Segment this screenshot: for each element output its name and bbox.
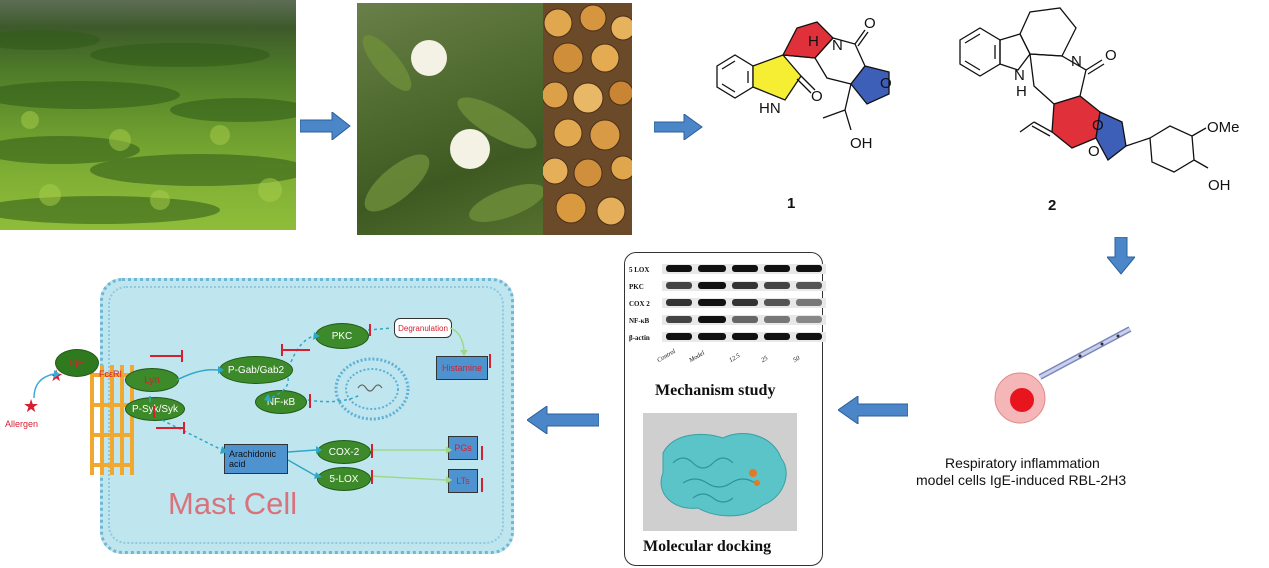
c2-indole-n-atom: N — [1014, 67, 1025, 84]
ige-node: IgE — [55, 349, 99, 377]
c1-lactam-o-atom: O — [864, 15, 876, 32]
cell-model-line-1: Respiratory inflammation — [945, 455, 1100, 471]
cell-model-line-2: model cells IgE-induced RBL-2H3 — [916, 472, 1127, 488]
pgab-node: P-Gab/Gab2 — [219, 356, 293, 384]
mast-cell-inner-membrane — [108, 286, 504, 544]
pkc-node: PKC — [315, 323, 369, 349]
c1-nh-atom: HN — [759, 100, 781, 117]
receptor-label: FcεRI — [99, 369, 123, 379]
histamine-box: Histamine — [436, 356, 488, 380]
c1-oxindole-o-atom: O — [811, 88, 823, 105]
allergen-arrow — [30, 368, 60, 405]
mechanism-study-title: Mechanism study — [655, 382, 776, 399]
blot-row-label: β-actin — [629, 334, 650, 342]
lox5-node: 5-LOX — [317, 467, 371, 491]
c1-h-atom: H — [808, 33, 819, 50]
arrow-down — [1105, 236, 1137, 280]
lts-box: LTs — [448, 469, 478, 493]
pgs-box: PGs — [448, 436, 478, 460]
c2-o1-atom: O — [1092, 117, 1104, 134]
molecular-docking-title: Molecular docking — [643, 538, 772, 555]
compound-1-label: 1 — [787, 195, 796, 212]
nfkb-node: NF-κB — [255, 390, 307, 414]
blot-row-label: 5 LOX — [629, 266, 650, 274]
cox2-node: COX-2 — [317, 440, 371, 464]
arrow-right-2 — [653, 113, 704, 145]
c2-carbonyl-o-atom: O — [1105, 47, 1117, 64]
fceri-receptor — [86, 355, 146, 490]
arrow-right-1 — [299, 110, 352, 145]
compound-2-label: 2 — [1048, 197, 1057, 214]
c1-oh-atom: OH — [850, 135, 873, 152]
pathway-connectors — [100, 310, 500, 515]
compound-2-structure: N O N H O O OMe OH — [950, 4, 1250, 209]
nucleus-icon — [332, 354, 412, 429]
western-blot: 5 LOX PKC COX 2 NF-κB β-actin — [626, 262, 826, 352]
c1-furan-o-atom: O — [880, 75, 892, 92]
c1-n-atom: N — [832, 37, 843, 54]
arachidonic-box: Arachidonic acid — [224, 444, 288, 474]
blot-row-label: COX 2 — [629, 300, 650, 308]
c2-indole-h-atom: H — [1016, 83, 1027, 100]
blot-row-label: NF-κB — [629, 317, 650, 325]
blot-row-label: PKC — [629, 283, 644, 291]
plantation-photo — [0, 0, 296, 230]
compound-1-structure: H N O HN O O OH — [705, 8, 900, 193]
arrow-left-1 — [837, 395, 909, 429]
docking-image — [643, 413, 797, 531]
flower-photo — [357, 3, 543, 235]
c2-oh-atom: OH — [1208, 177, 1231, 194]
allergen-label: Allergen — [5, 419, 39, 429]
arrow-left-2 — [526, 405, 600, 439]
lyn-node: Lyn — [125, 368, 179, 392]
allergen-star-icon: ★ — [23, 396, 40, 416]
c2-n-atom: N — [1071, 53, 1082, 70]
mast-cell-title: Mast Cell — [168, 486, 298, 521]
wood-logs-photo — [543, 3, 632, 235]
c2-o2-atom: O — [1088, 143, 1100, 160]
c2-ome-atom: OMe — [1207, 119, 1240, 136]
rbl-cell-pipette-illustration — [990, 315, 1150, 435]
